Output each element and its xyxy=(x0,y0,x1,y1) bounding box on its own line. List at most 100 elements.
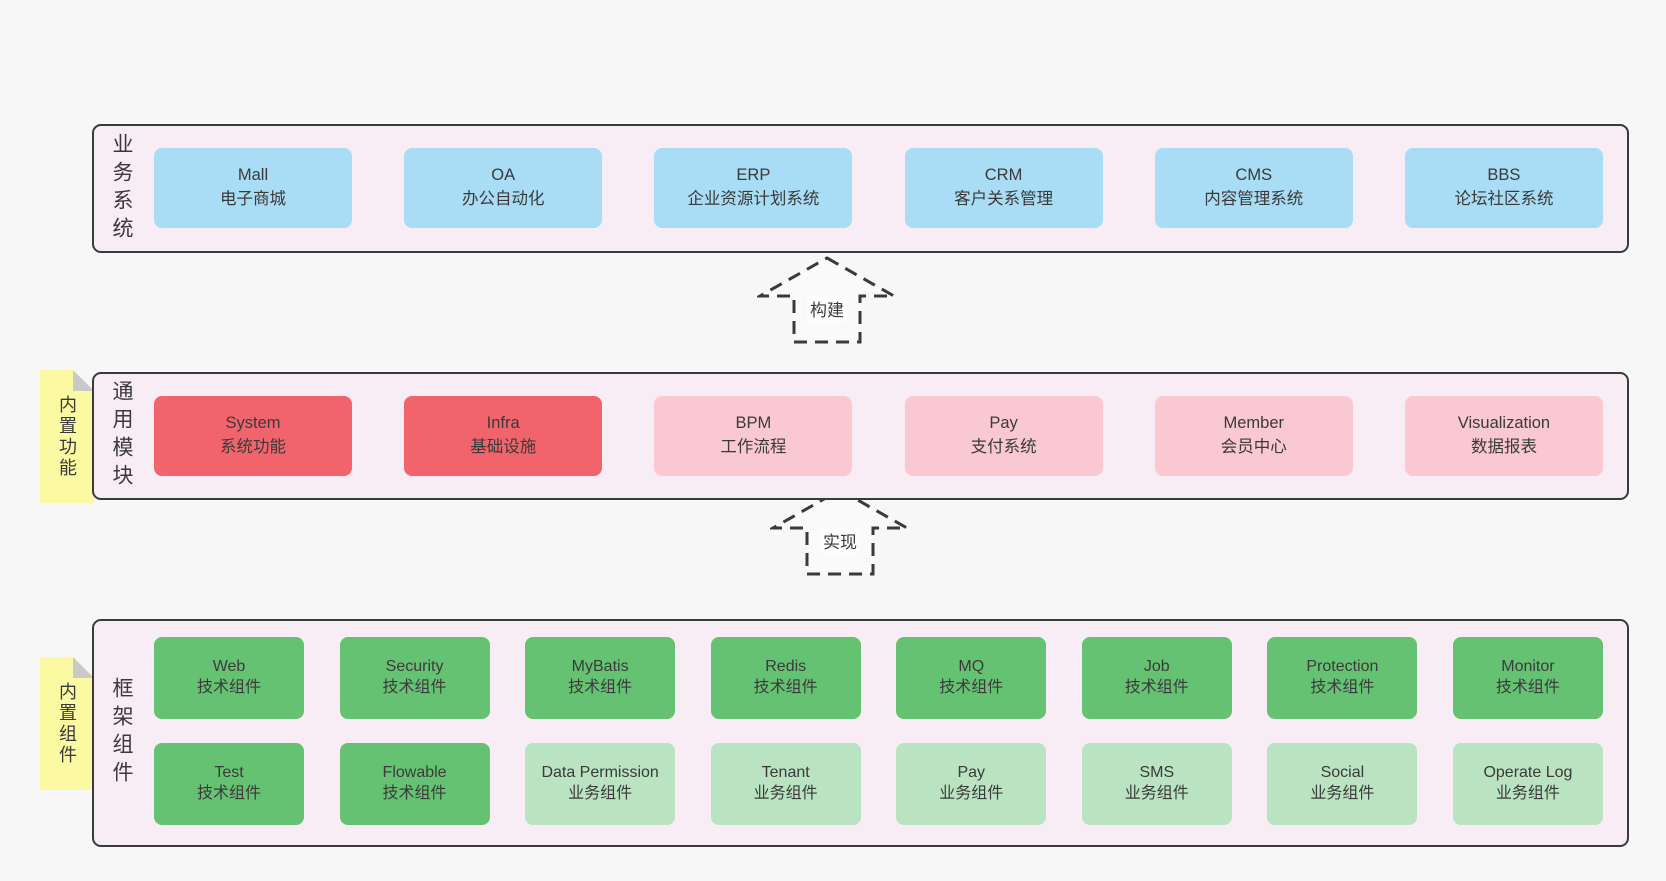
box-flowable: Flowable 技术组件 xyxy=(339,743,490,825)
box-subtitle: 技术组件 xyxy=(568,679,633,696)
box-title: Flowable xyxy=(382,764,447,782)
box-subtitle: 技术组件 xyxy=(939,679,1004,696)
box-subtitle: 论坛社区系统 xyxy=(1454,190,1554,208)
box-title: MyBatis xyxy=(571,658,629,676)
box-subtitle: 技术组件 xyxy=(196,785,261,802)
note-fold-icon xyxy=(73,370,94,391)
box-sms: SMS 业务组件 xyxy=(1081,743,1232,825)
layer-framework-components: 框架组件 Web 技术组件 Security 技术组件 MyBatis 技术组件… xyxy=(92,619,1629,847)
box-subtitle: 技术组件 xyxy=(382,679,447,696)
box-title: Monitor xyxy=(1501,658,1555,676)
box-pay-module: Pay 支付系统 xyxy=(904,396,1103,476)
box-title: Member xyxy=(1223,414,1284,433)
box-title: Mall xyxy=(237,166,269,185)
box-title: Protection xyxy=(1306,658,1379,676)
sticky-note-built-in-features: 内置功能 xyxy=(40,370,94,503)
box-title: CRM xyxy=(984,166,1023,185)
box-subtitle: 技术组件 xyxy=(1310,679,1375,696)
box-title: Visualization xyxy=(1457,414,1551,433)
arrow-label: 构建 xyxy=(807,295,847,322)
box-subtitle: 业务组件 xyxy=(1310,785,1375,802)
box-visualization: Visualization 数据报表 xyxy=(1404,396,1603,476)
box-monitor: Monitor 技术组件 xyxy=(1452,637,1603,719)
box-redis: Redis 技术组件 xyxy=(710,637,861,719)
box-title: MQ xyxy=(958,658,985,676)
box-title: CMS xyxy=(1235,166,1273,185)
box-subtitle: 电子商城 xyxy=(220,190,286,208)
box-tenant: Tenant 业务组件 xyxy=(710,743,861,825)
box-title: System xyxy=(225,414,281,433)
box-data-permission: Data Permission 业务组件 xyxy=(525,743,676,825)
layer-business-systems: 业务系统 Mall 电子商城 OA 办公自动化 ERP 企业资源计划系统 CRM… xyxy=(92,124,1629,253)
box-bpm: BPM 工作流程 xyxy=(654,396,853,476)
box-job: Job 技术组件 xyxy=(1081,637,1232,719)
box-crm: CRM 客户关系管理 xyxy=(904,148,1103,228)
dashed-up-arrow-build: 构建 xyxy=(757,255,897,345)
box-system: System 系统功能 xyxy=(154,396,352,476)
box-subtitle: 业务组件 xyxy=(939,785,1004,802)
box-subtitle: 业务组件 xyxy=(568,785,633,802)
box-oa: OA 办公自动化 xyxy=(404,148,603,228)
note-fold-icon xyxy=(73,657,94,678)
box-operate-log: Operate Log 业务组件 xyxy=(1452,743,1603,825)
components-row-2: Test 技术组件 Flowable 技术组件 Data Permission … xyxy=(154,743,1603,825)
box-subtitle: 技术组件 xyxy=(382,785,447,802)
box-protection: Protection 技术组件 xyxy=(1267,637,1418,719)
sticky-note-label: 内置功能 xyxy=(57,394,77,479)
box-pay-component: Pay 业务组件 xyxy=(896,743,1047,825)
box-subtitle: 技术组件 xyxy=(753,679,818,696)
box-erp: ERP 企业资源计划系统 xyxy=(654,148,853,228)
layer-label: 框架组件 xyxy=(110,677,133,789)
layer-label: 通用模块 xyxy=(110,380,133,492)
box-title: BPM xyxy=(735,414,772,433)
box-title: Infra xyxy=(486,414,520,433)
box-title: Social xyxy=(1320,764,1365,782)
box-subtitle: 会员中心 xyxy=(1220,438,1287,456)
box-infra: Infra 基础设施 xyxy=(404,396,603,476)
box-subtitle: 业务组件 xyxy=(1495,785,1560,802)
box-title: OA xyxy=(491,166,516,185)
box-member: Member 会员中心 xyxy=(1154,396,1353,476)
box-subtitle: 技术组件 xyxy=(1495,679,1560,696)
box-subtitle: 企业资源计划系统 xyxy=(687,190,820,208)
box-title: ERP xyxy=(736,166,771,185)
box-subtitle: 内容管理系统 xyxy=(1204,190,1304,208)
box-web: Web 技术组件 xyxy=(154,637,304,719)
box-title: Data Permission xyxy=(541,764,659,782)
layer-common-modules: 通用模块 System 系统功能 Infra 基础设施 BPM 工作流程 Pay… xyxy=(92,372,1629,500)
box-title: Redis xyxy=(765,658,807,676)
layer-label: 业务系统 xyxy=(110,132,133,245)
box-subtitle: 基础设施 xyxy=(470,438,537,456)
box-title: BBS xyxy=(1487,166,1521,185)
box-mybatis: MyBatis 技术组件 xyxy=(525,637,676,719)
sticky-note-built-in-components: 内置组件 xyxy=(40,657,94,790)
box-title: Pay xyxy=(989,414,1018,433)
box-subtitle: 数据报表 xyxy=(1470,438,1537,456)
box-mall: Mall 电子商城 xyxy=(154,148,352,228)
box-security: Security 技术组件 xyxy=(339,637,490,719)
sticky-note-label: 内置组件 xyxy=(57,681,77,766)
box-subtitle: 办公自动化 xyxy=(461,190,545,208)
box-subtitle: 业务组件 xyxy=(753,785,818,802)
box-test: Test 技术组件 xyxy=(154,743,304,825)
dashed-up-arrow-implement: 实现 xyxy=(770,487,910,577)
box-title: Job xyxy=(1143,658,1170,676)
box-title: Tenant xyxy=(761,764,810,782)
components-row-1: Web 技术组件 Security 技术组件 MyBatis 技术组件 Redi… xyxy=(154,637,1603,719)
box-title: Web xyxy=(212,658,246,676)
box-title: Pay xyxy=(957,764,986,782)
modules-boxes-row: System 系统功能 Infra 基础设施 BPM 工作流程 Pay 支付系统… xyxy=(154,396,1603,476)
box-subtitle: 工作流程 xyxy=(720,438,787,456)
box-subtitle: 系统功能 xyxy=(220,438,286,456)
box-subtitle: 支付系统 xyxy=(970,438,1037,456)
box-mq: MQ 技术组件 xyxy=(896,637,1047,719)
business-boxes-row: Mall 电子商城 OA 办公自动化 ERP 企业资源计划系统 CRM 客户关系… xyxy=(154,148,1603,228)
box-cms: CMS 内容管理系统 xyxy=(1154,148,1353,228)
arrow-label: 实现 xyxy=(820,527,860,554)
box-title: Operate Log xyxy=(1483,764,1573,782)
box-title: Security xyxy=(385,658,444,676)
box-subtitle: 技术组件 xyxy=(1124,679,1189,696)
box-social: Social 业务组件 xyxy=(1267,743,1418,825)
box-title: Test xyxy=(214,764,244,782)
box-subtitle: 业务组件 xyxy=(1124,785,1189,802)
